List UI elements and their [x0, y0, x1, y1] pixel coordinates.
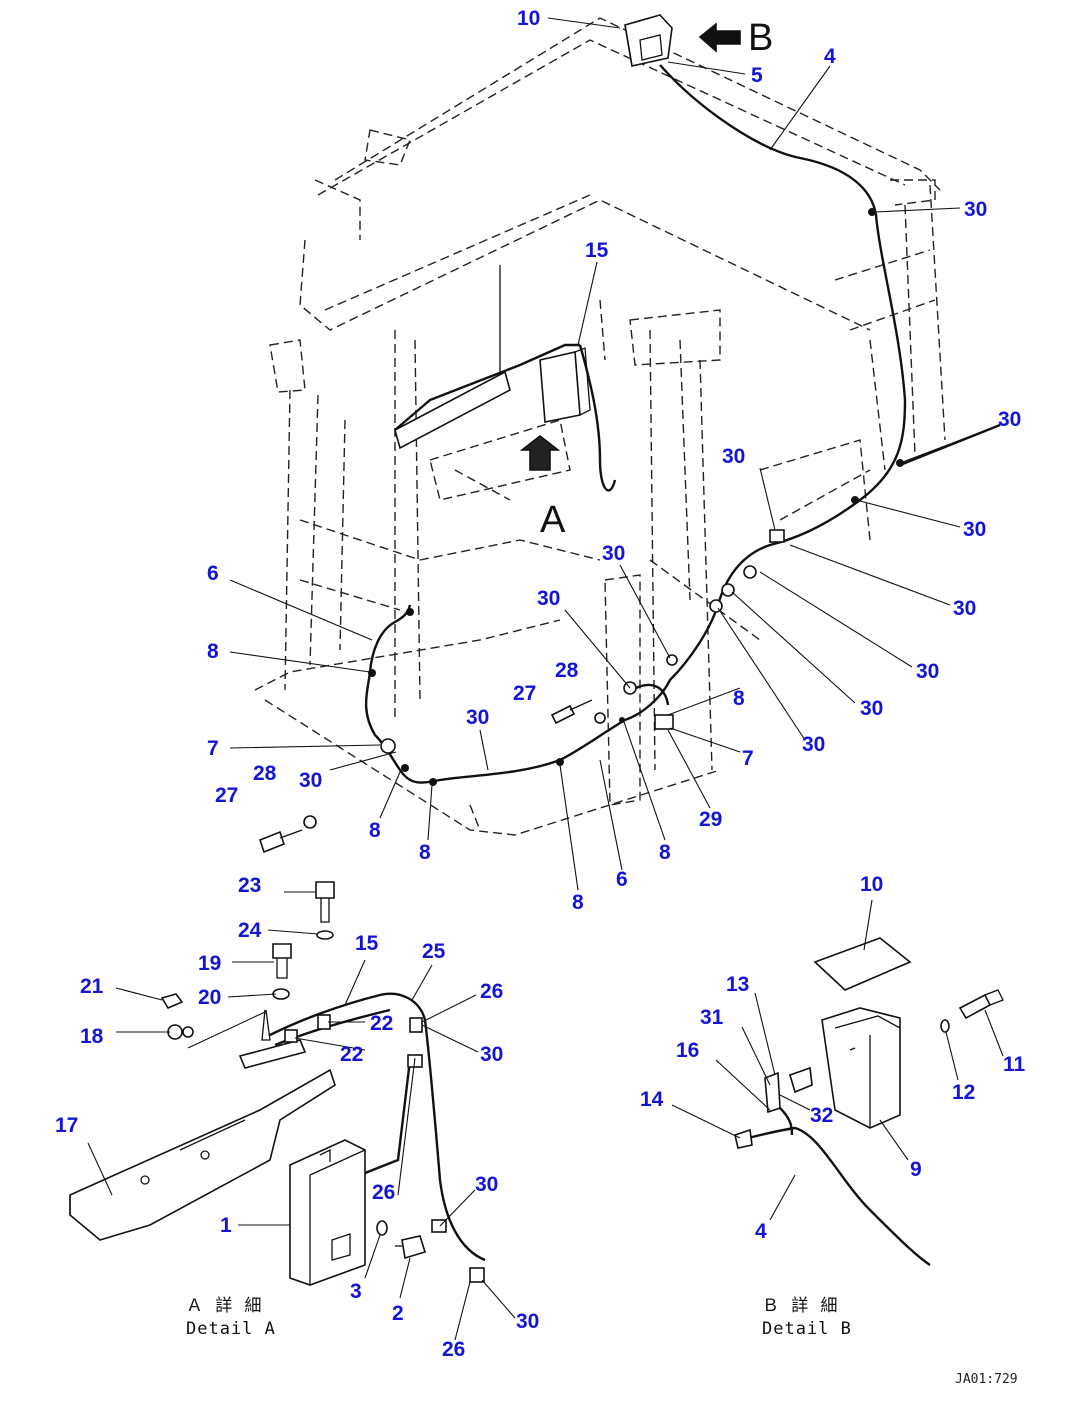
callout: 30 [516, 1310, 539, 1333]
callout: 28 [555, 659, 579, 682]
callout: 32 [810, 1104, 833, 1127]
callout: 31 [700, 1006, 724, 1029]
view-a-label: A [540, 499, 566, 541]
callout: 2 [392, 1302, 404, 1325]
detail-a [69, 881, 516, 1341]
detail-captions: Ａ 詳 細 Detail A Ｂ 詳 細 Detail B JA01:729 [186, 1296, 1018, 1387]
callout: 4 [824, 45, 836, 68]
callout: 30 [602, 542, 625, 565]
callout: 30 [537, 587, 560, 610]
callout: 8 [659, 841, 671, 864]
view-b-label: B [748, 17, 773, 59]
callout: 25 [422, 940, 446, 963]
detail-a-caption-en: Detail A [186, 1319, 276, 1339]
callout: 27 [513, 682, 536, 705]
callout: 1 [220, 1214, 232, 1237]
callout: 10 [860, 873, 883, 896]
callout: 7 [742, 747, 754, 770]
callout: 30 [916, 660, 939, 683]
callout: 26 [480, 980, 503, 1003]
callout: 22 [370, 1012, 393, 1035]
callout: 17 [55, 1114, 78, 1137]
callout: 5 [751, 64, 763, 87]
controller-1 [289, 1139, 366, 1286]
callout: 18 [80, 1025, 104, 1048]
callout: 24 [238, 919, 262, 942]
callout: 15 [585, 239, 609, 262]
callout: 8 [733, 687, 745, 710]
callout: 27 [215, 784, 238, 807]
callout: 9 [910, 1158, 922, 1181]
callout: 8 [572, 891, 584, 914]
callout: 30 [860, 697, 883, 720]
callout: 30 [964, 198, 987, 221]
callout: 8 [419, 841, 431, 864]
callout: 30 [963, 518, 986, 541]
callout: 8 [369, 819, 381, 842]
callout-labels: B A 10 5 4 30 15 30 30 30 30 30 30 30 30… [55, 7, 1026, 1361]
bracket-17 [69, 1068, 336, 1241]
box-9 [821, 1007, 901, 1129]
callout: 8 [207, 640, 219, 663]
callout: 30 [722, 445, 745, 468]
cab-frame [254, 17, 946, 836]
main-view-parts [259, 14, 904, 854]
bolt-27-right [550, 704, 576, 725]
callout: 22 [340, 1043, 363, 1066]
callout: 21 [80, 975, 104, 998]
arrow-b-icon [698, 22, 741, 53]
callout: 20 [198, 986, 221, 1009]
callout: 23 [238, 874, 261, 897]
callout: 10 [517, 7, 540, 30]
main-leaders [229, 17, 1001, 891]
callout: 29 [699, 808, 722, 831]
callout: 15 [355, 932, 379, 955]
callout: 6 [616, 868, 628, 891]
callout: 30 [998, 408, 1021, 431]
drawing-code: JA01:729 [955, 1372, 1018, 1387]
callout: 14 [640, 1088, 664, 1111]
callout: 19 [198, 952, 221, 975]
bolt-27-left [259, 830, 285, 854]
callout: 3 [350, 1280, 362, 1303]
callout: 28 [253, 762, 277, 785]
callout: 30 [466, 706, 489, 729]
callout: 30 [802, 733, 825, 756]
callout: 26 [372, 1181, 395, 1204]
callout: 13 [726, 973, 749, 996]
callout: 30 [475, 1173, 498, 1196]
callout: 4 [755, 1220, 767, 1243]
callout: 11 [1003, 1053, 1026, 1076]
detail-b-caption-jp: Ｂ 詳 細 [762, 1296, 838, 1316]
arrow-a-icon [519, 434, 561, 471]
callout: 16 [676, 1039, 699, 1062]
callout: 12 [952, 1081, 975, 1104]
detail-b [671, 899, 1004, 1266]
callout: 30 [953, 597, 976, 620]
callout: 7 [207, 737, 219, 760]
callout: 26 [442, 1338, 465, 1361]
detail-a-caption-jp: Ａ 詳 細 [186, 1296, 262, 1316]
callout: 30 [480, 1043, 503, 1066]
callout: 6 [207, 562, 219, 585]
callout: 30 [299, 769, 322, 792]
detail-b-caption-en: Detail B [762, 1319, 852, 1339]
wire-harness [364, 64, 1001, 784]
controller-in-cab [539, 351, 581, 423]
